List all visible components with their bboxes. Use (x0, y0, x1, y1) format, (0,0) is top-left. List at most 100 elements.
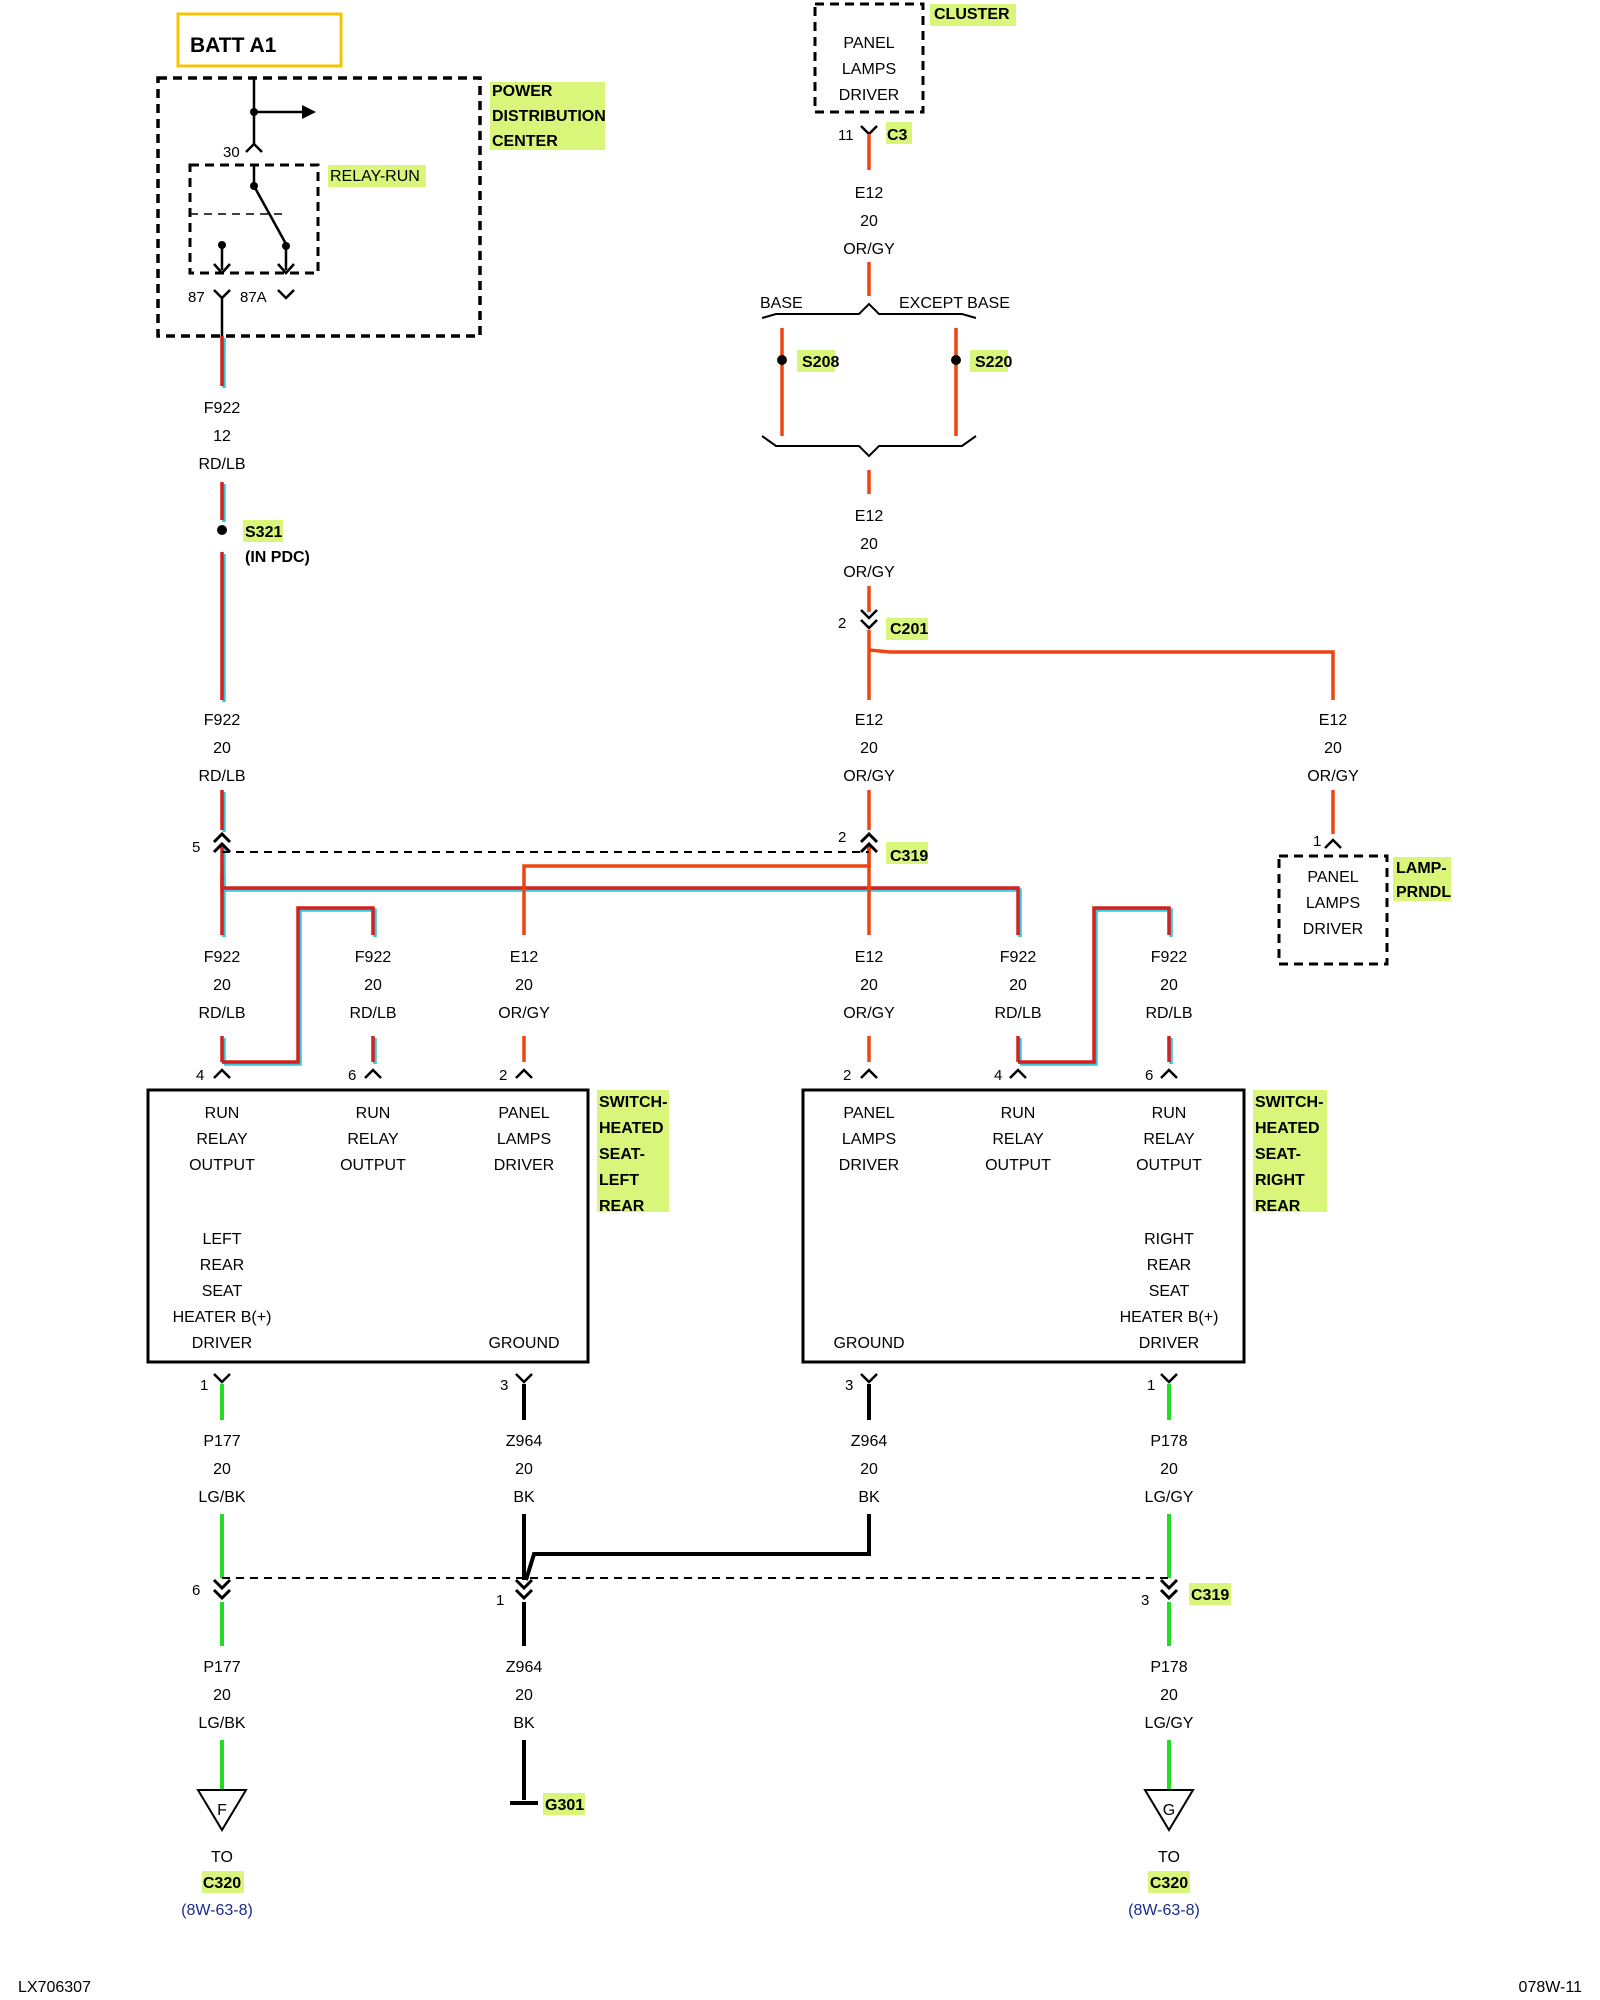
bk-wires (522, 1384, 871, 1800)
wire-e12-mid-gauge: 20 (860, 536, 878, 553)
lamp-prndl-block-line3: DRIVER (1303, 921, 1363, 938)
wire-f922-r3-gauge: 20 (1160, 977, 1178, 994)
terminal-g-to: TO (1158, 1849, 1180, 1866)
branch-except-base-label: EXCEPT BASE (899, 295, 1010, 312)
sr-heater-line2: REAR (1147, 1257, 1191, 1274)
sr-pin-top-4: 4 (994, 1067, 1002, 1084)
wire-f922-r3-id: F922 (1151, 949, 1188, 966)
sl-name-line5: REAR (599, 1198, 645, 1215)
splice-s321-note: (IN PDC) (245, 549, 310, 566)
wire-p177-a-gauge: 20 (213, 1461, 231, 1478)
wire-z964-b-id: Z964 (851, 1433, 888, 1450)
terminal-g-connector: C320 (1150, 1875, 1188, 1892)
wire-f922-r2-color: RD/LB (994, 1005, 1041, 1022)
switch-heated-seat-left-rear: RUN RELAY OUTPUT RUN RELAY OUTPUT PANEL … (146, 1088, 667, 1364)
wire-f922-l2-id: F922 (355, 949, 392, 966)
wire-e12-c319-color: OR/GY (843, 768, 895, 785)
lamp-prndl-name-line2: PRNDL (1396, 884, 1451, 901)
wire-p177-a-color: LG/BK (198, 1489, 245, 1506)
c201-pin: 2 (838, 615, 846, 632)
sr-col1-line1: PANEL (843, 1105, 894, 1122)
c319-bottom-connector: 6 1 3 C319 (192, 1577, 1229, 1609)
sl-heater-line5: DRIVER (192, 1335, 252, 1352)
lamp-prndl-name-line1: LAMP- (1396, 860, 1447, 877)
ground-g301-label: G301 (545, 1797, 584, 1814)
sr-col3-line2: RELAY (1143, 1131, 1195, 1148)
c319-pin-2: 2 (838, 829, 846, 846)
wire-p178-a-color: LG/GY (1145, 1489, 1194, 1506)
wire-f922-r2-id: F922 (1000, 949, 1037, 966)
wire-e12-mid-color: OR/GY (843, 564, 895, 581)
wire-z964-b-color: BK (858, 1489, 880, 1506)
sl-name-line1: SWITCH- (599, 1094, 667, 1111)
sl-heater-line1: LEFT (202, 1231, 241, 1248)
sl-col3-line3: DRIVER (494, 1157, 554, 1174)
sl-name-line4: LEFT (599, 1172, 639, 1189)
ground-g301: G301 (510, 1797, 584, 1814)
cluster: CLUSTER PANEL LAMPS DRIVER 11 C3 (813, 2, 1010, 144)
cluster-block-line3: DRIVER (839, 87, 899, 104)
terminal-g: G TO C320 (8W-63-8) (1128, 1789, 1200, 1919)
branch-base-label: BASE (760, 295, 803, 312)
wire-f922-l2-color: RD/LB (349, 1005, 396, 1022)
wire-e12-l3-color: OR/GY (498, 1005, 550, 1022)
terminal-f-ref[interactable]: (8W-63-8) (181, 1902, 253, 1919)
wire-z964-a-id: Z964 (506, 1433, 543, 1450)
f922-wires (217, 336, 1173, 1066)
c319-pin-3: 3 (1141, 1592, 1149, 1609)
e12-wires (522, 134, 1335, 1062)
wire-p177-b-id: P177 (203, 1659, 240, 1676)
sr-pin-bottom-1: 1 (1147, 1377, 1155, 1394)
wire-f922-mid-gauge: 20 (213, 740, 231, 757)
wire-p178-b-gauge: 20 (1160, 1687, 1178, 1704)
sl-pin-bottom-3: 3 (500, 1377, 508, 1394)
sl-col1-line3: OUTPUT (189, 1157, 255, 1174)
wire-e12-cluster-id: E12 (855, 185, 884, 202)
sr-pin-bottom-3: 3 (845, 1377, 853, 1394)
terminal-g-ref[interactable]: (8W-63-8) (1128, 1902, 1200, 1919)
pin-87a-label: 87A (240, 289, 267, 306)
wire-e12-prndl-id: E12 (1319, 712, 1348, 729)
wire-z964-a-color: BK (513, 1489, 535, 1506)
green-wires (220, 1384, 1171, 1790)
wire-e12-l3-id: E12 (510, 949, 539, 966)
sl-heater-line2: REAR (200, 1257, 244, 1274)
sl-pin-bottom-1: 1 (200, 1377, 208, 1394)
wire-e12-r1-gauge: 20 (860, 977, 878, 994)
sr-pin-top-2: 2 (843, 1067, 851, 1084)
sr-heater-line4: HEATER B(+) (1120, 1309, 1219, 1326)
wire-f922-l2-gauge: 20 (364, 977, 382, 994)
wire-p178-b-id: P178 (1150, 1659, 1187, 1676)
wire-labels: F922 12 RD/LB E12 20 OR/GY E12 20 OR/GY … (198, 185, 1359, 1732)
sl-ground-label: GROUND (488, 1335, 559, 1352)
sl-col2-line2: RELAY (347, 1131, 399, 1148)
lamp-prndl-block-line2: LAMPS (1306, 895, 1360, 912)
sr-name-line1: SWITCH- (1255, 1094, 1323, 1111)
terminal-g-letter: G (1163, 1802, 1175, 1819)
batt-box (176, 12, 343, 68)
c319-top-label: C319 (890, 848, 928, 865)
wire-p177-a-id: P177 (203, 1433, 240, 1450)
pdc-name-line3: CENTER (492, 133, 558, 150)
wire-e12-prndl-gauge: 20 (1324, 740, 1342, 757)
wire-f922-r2-gauge: 20 (1009, 977, 1027, 994)
sr-heater-line1: RIGHT (1144, 1231, 1194, 1248)
pdc-name-line1: POWER (492, 83, 553, 100)
sl-col1-line2: RELAY (196, 1131, 248, 1148)
sl-heater-line4: HEATER B(+) (173, 1309, 272, 1326)
wire-z964-c-color: BK (513, 1715, 535, 1732)
sr-col1-line3: DRIVER (839, 1157, 899, 1174)
splice-s220-label: S220 (975, 354, 1012, 371)
doc-id: LX706307 (18, 1979, 91, 1996)
c319-top-connector: 5 2 C319 (192, 829, 928, 865)
wire-p177-b-color: LG/BK (198, 1715, 245, 1732)
wire-z964-b-gauge: 20 (860, 1461, 878, 1478)
terminal-f: F TO C320 (8W-63-8) (181, 1789, 253, 1919)
wire-f922-mid-id: F922 (204, 712, 241, 729)
wire-e12-r1-id: E12 (855, 949, 884, 966)
sl-name-line2: HEATED (599, 1120, 664, 1137)
splice-s208-dot (777, 355, 787, 365)
wire-f922-12-id: F922 (204, 400, 241, 417)
sr-col2-line2: RELAY (992, 1131, 1044, 1148)
